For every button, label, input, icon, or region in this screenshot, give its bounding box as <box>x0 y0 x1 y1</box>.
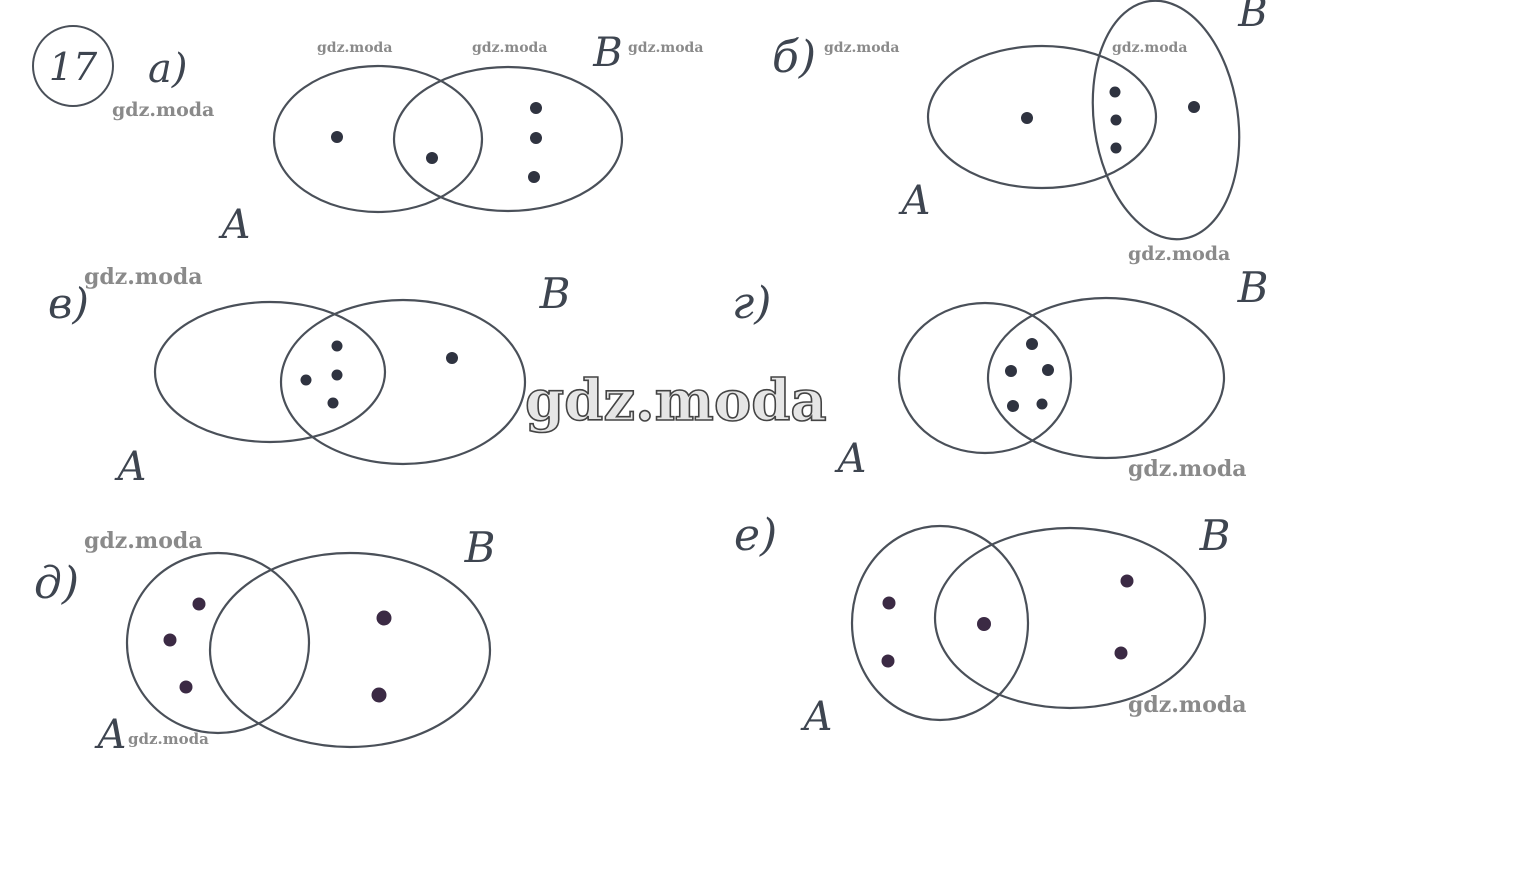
set-a-label: A <box>114 444 147 490</box>
element-point <box>300 374 312 386</box>
element-point <box>1007 400 1019 412</box>
watermark-text-large: gdz.moda <box>525 368 827 434</box>
element-point <box>1120 574 1134 588</box>
task-number: 17 <box>32 25 114 107</box>
set-b-label: B <box>1237 0 1267 36</box>
element-point <box>1114 646 1128 660</box>
part-label-v: в) <box>48 279 89 328</box>
venn-part-d: д) A B <box>34 523 495 758</box>
watermark-text: gdz.moda <box>628 40 703 56</box>
set-b-label: B <box>464 523 496 572</box>
set-b-label: B <box>1237 263 1269 312</box>
element-point <box>371 687 387 703</box>
set-b-ellipse <box>279 298 527 466</box>
part-label-a: а) <box>148 46 187 92</box>
element-point <box>331 340 343 352</box>
set-b-label: B <box>592 30 622 76</box>
set-b-ellipse <box>1091 0 1241 241</box>
watermark-text: gdz.moda <box>1112 40 1187 56</box>
element-point <box>426 152 438 164</box>
watermarks: gdz.moda gdz.moda gdz.moda gdz.moda gdz.… <box>84 40 1247 748</box>
part-label-e: е) <box>734 510 777 561</box>
element-point <box>1036 398 1048 410</box>
set-b-ellipse <box>392 65 624 213</box>
element-point <box>1021 112 1033 124</box>
element-point <box>1026 338 1038 350</box>
watermark-text: gdz.moda <box>128 730 209 748</box>
set-b-ellipse <box>208 551 492 749</box>
element-point <box>1042 364 1054 376</box>
set-b-label: B <box>1199 511 1231 560</box>
element-point <box>977 617 991 631</box>
watermark-text: gdz.moda <box>84 528 203 554</box>
element-point <box>881 654 895 668</box>
watermark-text: gdz.moda <box>1128 243 1230 265</box>
set-a-label: A <box>834 436 867 482</box>
set-b-label: B <box>539 269 571 318</box>
element-point <box>327 397 339 409</box>
set-a-label: A <box>800 694 833 740</box>
part-label-d: д) <box>34 558 79 609</box>
set-a-ellipse <box>926 44 1158 190</box>
element-point <box>1110 142 1122 154</box>
venn-part-a: а) A B <box>148 30 624 248</box>
venn-part-g: г) A B <box>732 263 1268 482</box>
set-a-label: A <box>94 712 127 758</box>
element-point <box>192 597 206 611</box>
watermark-text: gdz.moda <box>1128 692 1247 718</box>
set-a-ellipse <box>850 524 1030 722</box>
set-b-ellipse <box>986 296 1226 460</box>
part-label-g: г) <box>732 278 771 329</box>
watermark-text: gdz.moda <box>317 40 392 56</box>
element-point <box>1109 86 1121 98</box>
element-point <box>528 171 540 183</box>
watermark-text: gdz.moda <box>84 264 203 290</box>
element-point <box>882 596 896 610</box>
set-b-ellipse <box>933 526 1207 710</box>
watermark-text: gdz.moda <box>112 99 214 121</box>
element-point <box>179 680 193 694</box>
watermark-text: gdz.moda <box>1128 456 1247 482</box>
element-point <box>530 132 542 144</box>
element-point <box>376 610 392 626</box>
watermark-text: gdz.moda <box>472 40 547 56</box>
venn-part-e: е) A B <box>734 510 1230 740</box>
watermark-text: gdz.moda <box>824 40 899 56</box>
set-a-label: A <box>218 202 251 248</box>
set-a-ellipse <box>125 551 311 735</box>
svg-text:17: 17 <box>49 45 98 89</box>
element-point <box>1188 101 1200 113</box>
element-point <box>1110 114 1122 126</box>
element-point <box>530 102 542 114</box>
set-a-ellipse <box>272 64 484 214</box>
element-point <box>331 369 343 381</box>
set-a-ellipse <box>897 301 1073 455</box>
element-point <box>331 131 343 143</box>
venn-part-b: б) A B <box>772 0 1268 241</box>
element-point <box>163 633 177 647</box>
element-point <box>1005 365 1017 377</box>
set-a-label: A <box>898 178 931 224</box>
venn-part-v: в) A B <box>48 269 570 490</box>
set-a-ellipse <box>153 300 387 444</box>
part-label-b: б) <box>772 32 816 83</box>
element-point <box>446 352 458 364</box>
